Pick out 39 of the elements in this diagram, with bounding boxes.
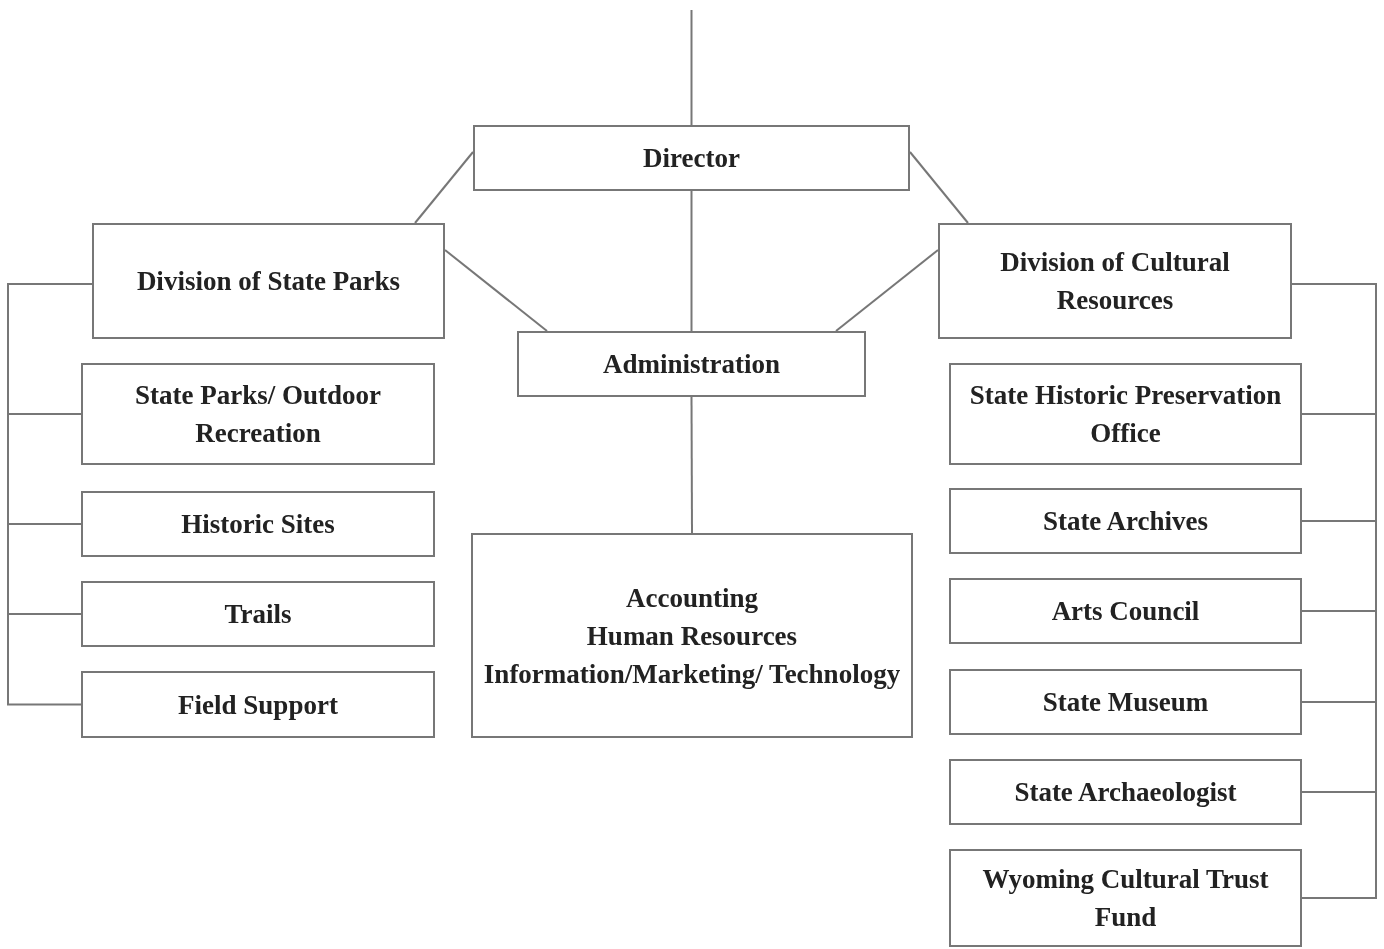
org-box xyxy=(949,488,1302,554)
box-label: Accounting xyxy=(626,581,758,615)
org-box xyxy=(81,581,435,647)
connector-line xyxy=(690,9,693,126)
org-box xyxy=(517,331,866,397)
org-box xyxy=(949,363,1302,465)
box-label: Information/Marketing/ Technology xyxy=(483,657,901,691)
box-label: Field Support xyxy=(178,688,338,722)
org-box xyxy=(473,125,910,191)
connector-line xyxy=(835,249,939,332)
org-box xyxy=(81,363,435,465)
box-label: Historic Sites xyxy=(181,508,335,541)
connector-line xyxy=(444,249,548,332)
connector-line xyxy=(690,190,693,332)
box-label: Director xyxy=(643,142,740,175)
box-label: Human Resources xyxy=(586,619,798,653)
box-label: Arts Council xyxy=(1051,595,1200,628)
connector-line xyxy=(909,151,969,224)
org-box xyxy=(81,671,435,738)
org-box xyxy=(471,533,913,738)
connector-line xyxy=(414,151,474,224)
box-label: Division of Cultural Resources xyxy=(999,246,1231,317)
org-box xyxy=(92,223,445,339)
box-label: State Museum xyxy=(1042,686,1209,719)
org-box xyxy=(949,759,1302,825)
box-label: Trails xyxy=(224,598,292,631)
org-box xyxy=(949,578,1302,644)
connector-line xyxy=(690,396,693,534)
box-label: Administration xyxy=(603,348,780,381)
box-label: Wyoming Cultural Trust Fund xyxy=(981,863,1270,934)
box-label: State Parks/ Outdoor Recreation xyxy=(134,379,382,450)
org-box xyxy=(949,669,1302,735)
box-label: State Archaeologist xyxy=(1014,776,1237,809)
box-label: State Historic Preservation Office xyxy=(968,379,1283,450)
box-label: State Archives xyxy=(1042,505,1209,538)
box-label: Division of State Parks xyxy=(136,265,401,298)
org-box xyxy=(949,849,1302,947)
org-box xyxy=(938,223,1292,339)
org-box xyxy=(81,491,435,557)
